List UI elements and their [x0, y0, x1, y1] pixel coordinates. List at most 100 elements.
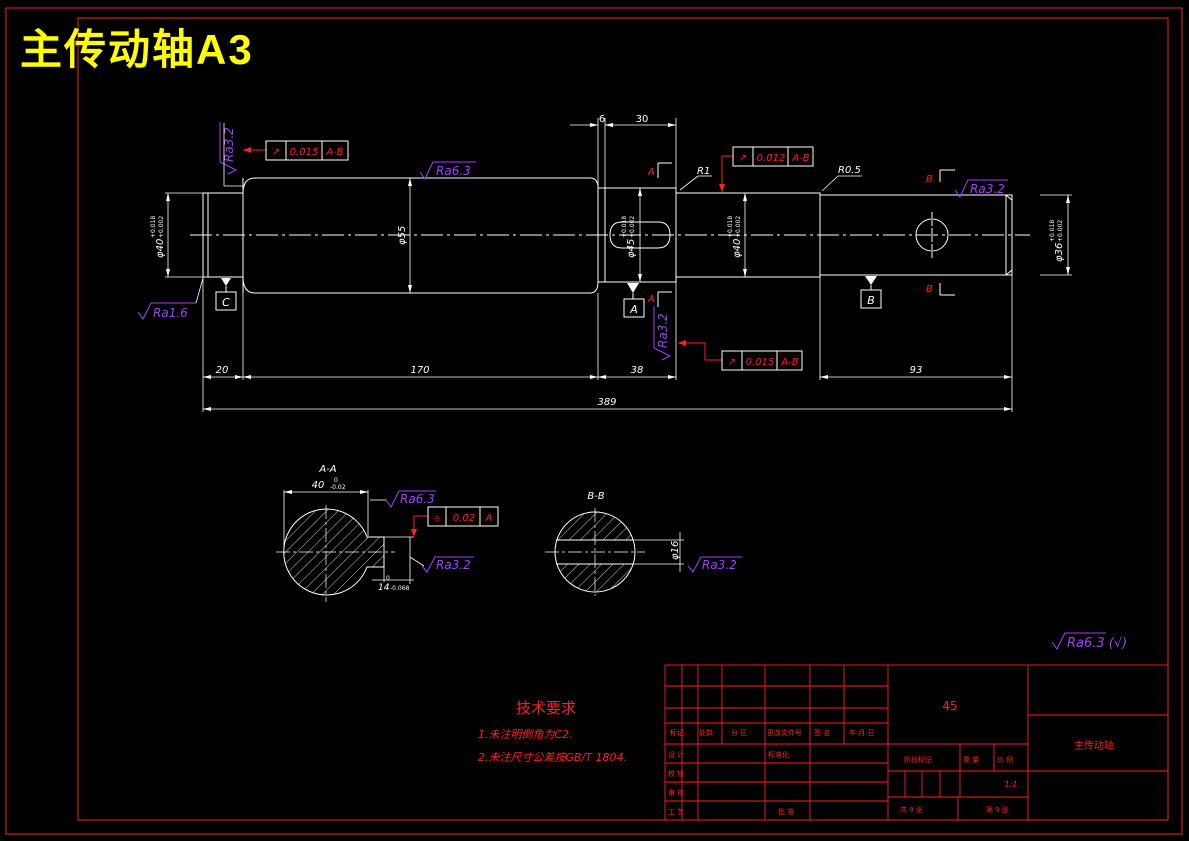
dim-dia55: φ55: [397, 226, 408, 245]
title-block-text: 标记 处数 分 区 更改文件号 签 名 年.月.日 设 计 标准化 校 核 审 …: [668, 699, 1114, 816]
svg-text:Ra6.3 (√): Ra6.3 (√): [1067, 636, 1127, 651]
dim-dia40-right: φ40 +0.018 +0.002: [727, 216, 743, 258]
roughness-top-55: Ra6.3: [419, 161, 476, 180]
svg-text:0: 0: [386, 575, 390, 582]
svg-text:0: 0: [334, 477, 338, 484]
roughness-left-vertical: Ra3.2: [219, 122, 238, 175]
section-cut-a: [657, 162, 672, 307]
svg-text:分 区: 分 区: [731, 728, 747, 737]
dim-20: 20: [216, 365, 229, 376]
dim-93: 93: [910, 365, 923, 376]
svg-text:A: A: [629, 303, 638, 316]
svg-text:标记: 标记: [670, 728, 684, 737]
roughness-aa-top: Ra6.3: [400, 492, 435, 506]
step-left: [202, 192, 243, 278]
svg-text:↗: ↗: [272, 147, 280, 158]
step-40-right: [676, 192, 821, 278]
svg-text:更改文件号: 更改文件号: [767, 728, 802, 737]
tech-line-1: 1.未注明倒角为C2.: [478, 728, 573, 741]
tech-line-2: 2.未注尺寸公差按GB/T 1804.: [478, 751, 627, 764]
section-aa: A-A 40 0 -0.02 14 0 -0.068 Ra6.3 Ra3.2 ⌯…: [276, 464, 499, 602]
radius-r05: R0.5: [838, 165, 861, 176]
cross-hole: [915, 218, 949, 252]
outer-frame: [5, 7, 1183, 835]
svg-text:+0.018: +0.018: [1049, 220, 1056, 242]
svg-text:Ra3.2: Ra3.2: [970, 182, 1005, 196]
svg-text:↗: ↗: [739, 153, 747, 164]
svg-text:处数: 处数: [699, 728, 713, 737]
svg-text:φ40: φ40: [732, 239, 743, 258]
section-cut-b: [939, 169, 955, 296]
dim-dia45: φ45 +0.018 +0.002: [621, 216, 637, 258]
section-label-b-top: B: [926, 174, 933, 185]
dim-38: 38: [631, 365, 644, 376]
inner-frame: [77, 17, 1169, 821]
svg-text:-0.068: -0.068: [390, 585, 410, 592]
section-bb-dia: φ16: [670, 541, 681, 560]
svg-text:阶段标记: 阶段标记: [904, 755, 932, 764]
svg-text:0.015: 0.015: [746, 357, 775, 368]
datum-b: B: [860, 276, 882, 309]
svg-text:比 例: 比 例: [997, 755, 1013, 764]
section-label-b-bottom: B: [926, 284, 933, 295]
step-55: [242, 177, 599, 294]
svg-text:C: C: [222, 296, 230, 309]
dim-389: 389: [597, 397, 616, 408]
svg-text:共 9 张: 共 9 张: [900, 805, 923, 814]
section-label-a-top: A: [647, 167, 655, 178]
svg-text:0.02: 0.02: [453, 513, 475, 524]
svg-text:⌯: ⌯: [433, 513, 441, 524]
roughness-mid-vertical: Ra3.2: [653, 306, 672, 361]
svg-text:+0.018: +0.018: [621, 216, 628, 238]
svg-text:+0.018: +0.018: [727, 216, 734, 238]
section-label-a-bottom: A: [647, 294, 655, 305]
title-part-name: 主传动轴: [1074, 739, 1114, 752]
svg-text:+0.018: +0.018: [150, 216, 157, 238]
tol-frame-4: ⌯ 0.02 A: [411, 506, 499, 537]
svg-text:重 量: 重 量: [963, 756, 979, 764]
svg-text:↗: ↗: [728, 357, 736, 368]
section-aa-width: 40: [312, 480, 325, 491]
section-aa-key: 14: [378, 583, 390, 593]
svg-text:φ40: φ40: [155, 239, 166, 258]
datum-a: A: [623, 283, 645, 318]
tech-requirements: 技术要求 1.未注明倒角为C2. 2.未注尺寸公差按GB/T 1804.: [478, 699, 627, 764]
title-block: [664, 664, 1169, 821]
dim-170: 170: [410, 365, 429, 376]
svg-text:设 计: 设 计: [668, 750, 684, 759]
roughness-ra16: Ra1.6: [137, 277, 204, 320]
svg-text:批 准: 批 准: [778, 807, 794, 816]
section-bb: B-B φ16 Ra3.2: [545, 491, 742, 596]
svg-text:A-B: A-B: [325, 147, 343, 158]
svg-text:标准化: 标准化: [768, 750, 789, 759]
svg-text:Ra3.2: Ra3.2: [222, 127, 236, 162]
roughness-right: Ra3.2: [954, 179, 1008, 198]
radius-r1: R1: [697, 166, 710, 177]
svg-text:B: B: [867, 294, 875, 307]
dim-dia40-left: φ40 +0.018 +0.002: [150, 216, 166, 258]
svg-text:-0.02: -0.02: [330, 484, 346, 491]
svg-text:+0.002: +0.002: [735, 216, 742, 238]
svg-text:φ55: φ55: [397, 226, 408, 245]
svg-text:+0.002: +0.002: [629, 216, 636, 238]
dimension-lines: [165, 118, 1072, 412]
shaft-main-view: [190, 177, 1030, 294]
step-36: [820, 194, 1013, 276]
roughness-aa-key: Ra3.2: [436, 558, 471, 572]
keyway-slot: [609, 221, 671, 249]
dim-dia36: φ36 +0.018 +0.002: [1049, 220, 1065, 262]
title-material: 45: [942, 699, 957, 713]
section-aa-label: A-A: [318, 464, 336, 475]
svg-text:+0.002: +0.002: [1057, 220, 1064, 242]
section-bb-label: B-B: [587, 491, 604, 502]
svg-text:A-B: A-B: [791, 153, 809, 164]
svg-text:Ra6.3: Ra6.3: [436, 164, 471, 178]
tol-frame-1: ↗ 0.015 A-B: [243, 140, 349, 161]
svg-text:签 名: 签 名: [814, 728, 830, 737]
svg-text:φ45: φ45: [626, 239, 637, 258]
roughness-general: Ra6.3 (√): [1051, 632, 1127, 651]
datum-c: C: [215, 278, 237, 311]
svg-text:0.015: 0.015: [290, 147, 319, 158]
svg-text:Ra1.6: Ra1.6: [153, 306, 188, 320]
